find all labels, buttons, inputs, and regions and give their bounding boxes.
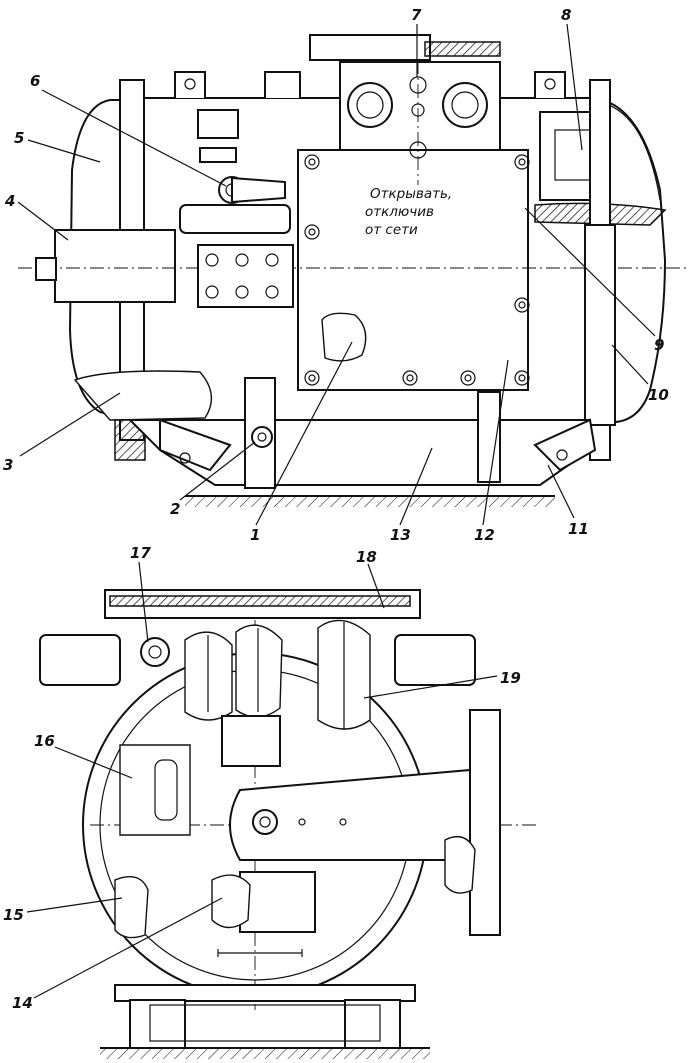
nameplate bbox=[197, 109, 239, 139]
right-gland bbox=[394, 634, 476, 686]
callout-7: 7 bbox=[411, 6, 422, 24]
component-15 bbox=[114, 876, 149, 939]
lever-mechanism bbox=[73, 370, 213, 421]
callout-16: 16 bbox=[34, 732, 55, 750]
callout-9: 9 bbox=[654, 336, 664, 354]
knob bbox=[321, 312, 367, 362]
callout-10: 10 bbox=[648, 386, 669, 404]
component-17 bbox=[140, 637, 170, 667]
callout-8: 8 bbox=[561, 6, 571, 24]
warning-line-2: отключив bbox=[365, 204, 434, 220]
callout-15: 15 bbox=[3, 906, 24, 924]
end-nameplate bbox=[221, 715, 281, 767]
top-bracket bbox=[309, 34, 431, 61]
callout-12: 12 bbox=[474, 526, 495, 544]
callout-19: 19 bbox=[500, 669, 521, 687]
callout-5: 5 bbox=[14, 129, 24, 147]
callout-13: 13 bbox=[390, 526, 411, 544]
callout-18: 18 bbox=[356, 548, 377, 566]
center-arm bbox=[229, 768, 471, 861]
end-view bbox=[39, 589, 540, 1059]
callout-2: 2 bbox=[170, 500, 180, 518]
cylinder bbox=[179, 204, 291, 234]
callout-1: 1 bbox=[250, 526, 260, 544]
side-view: Открывать, отключив от сети bbox=[18, 34, 690, 507]
cover-bolts bbox=[304, 154, 530, 386]
warning-line-3: от сети bbox=[365, 222, 418, 238]
callout-3: 3 bbox=[3, 456, 13, 474]
leader-lines bbox=[17, 23, 656, 999]
callout-17: 17 bbox=[130, 544, 151, 562]
callout-6: 6 bbox=[30, 72, 40, 90]
callout-11: 11 bbox=[568, 520, 589, 538]
handle-hub bbox=[54, 229, 176, 303]
callout-14: 14 bbox=[12, 994, 33, 1012]
callout-4: 4 bbox=[4, 192, 15, 210]
end-right-flange bbox=[469, 709, 501, 936]
callout-labels: 6 5 4 7 8 9 10 11 12 13 1 2 3 17 18 19 1… bbox=[3, 6, 669, 1012]
left-gland bbox=[39, 634, 121, 686]
ground-hatch bbox=[185, 497, 555, 507]
warning-line-1: Открывать, bbox=[370, 186, 452, 202]
component-14 bbox=[211, 874, 251, 929]
